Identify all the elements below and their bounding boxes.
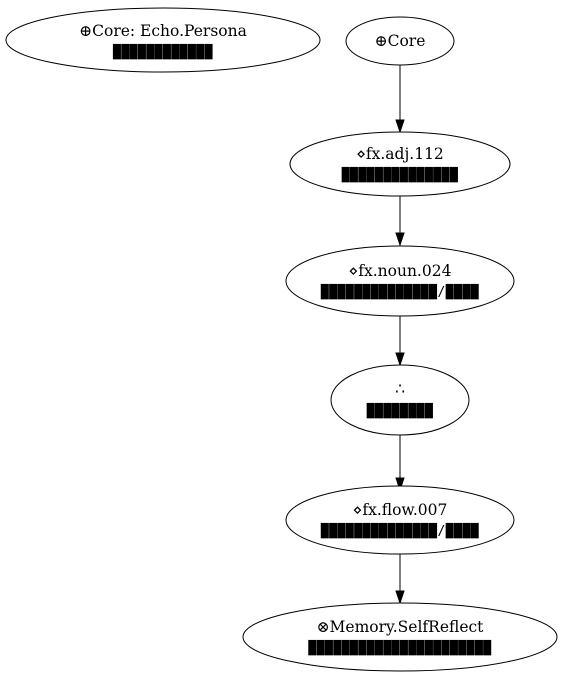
node-flow-subtitle: ██████████████/████ (320, 522, 479, 539)
node-adj-shape (289, 131, 511, 197)
edges (395, 65, 405, 605)
edge-therefore-flow (395, 435, 405, 492)
edge-noun-therefore (395, 316, 405, 367)
node-memory-subtitle: ██████████████████████ (307, 639, 491, 656)
node-noun-subtitle: ██████████████/████ (320, 283, 479, 300)
node-noun-title: ⋄fx.noun.024 (349, 262, 452, 280)
node-flow-shape (285, 485, 515, 555)
node-persona-title: ⊕Core: Echo.Persona (79, 22, 247, 40)
node-adj[interactable]: ⋄fx.adj.112 ██████████████ (289, 131, 511, 197)
edge-flow-memory (395, 554, 405, 605)
node-therefore-subtitle: ████████ (366, 402, 434, 419)
node-noun[interactable]: ⋄fx.noun.024 ██████████████/████ (285, 245, 515, 317)
node-persona-shape (5, 7, 321, 73)
node-core-title: ⊕Core (375, 32, 426, 50)
node-flow[interactable]: ⋄fx.flow.007 ██████████████/████ (285, 485, 515, 555)
node-therefore-shape (330, 364, 470, 436)
node-flow-title: ⋄fx.flow.007 (353, 501, 448, 519)
node-core-shape (345, 16, 455, 66)
node-persona-subtitle: ████████████ (112, 43, 213, 60)
node-adj-subtitle: ██████████████ (341, 166, 459, 183)
node-memory-shape (242, 602, 558, 672)
node-therefore[interactable]: ∴ ████████ (330, 364, 470, 436)
node-core[interactable]: ⊕Core (345, 16, 455, 66)
edge-core-adj (395, 65, 405, 134)
node-therefore-title: ∴ (395, 380, 405, 398)
node-memory[interactable]: ⊗Memory.SelfReflect ████████████████████… (242, 602, 558, 672)
node-adj-title: ⋄fx.adj.112 (356, 145, 444, 163)
edge-adj-noun (395, 196, 405, 247)
node-noun-shape (285, 245, 515, 317)
node-memory-title: ⊗Memory.SelfReflect (317, 618, 485, 636)
node-persona[interactable]: ⊕Core: Echo.Persona ████████████ (5, 7, 321, 73)
